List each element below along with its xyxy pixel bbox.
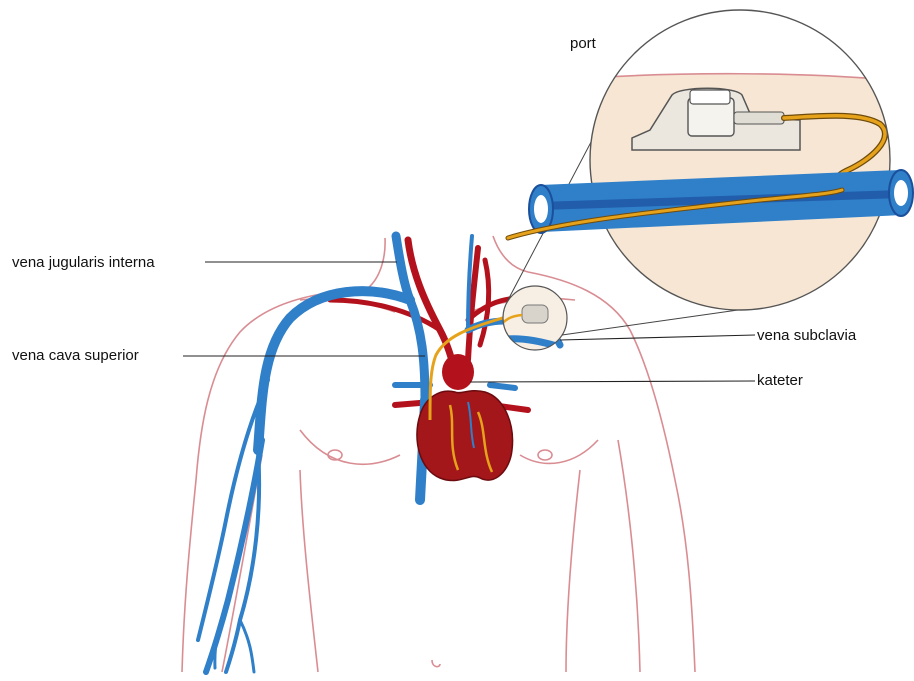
label-vena-cava-superior: vena cava superior bbox=[12, 347, 139, 365]
port-septum bbox=[690, 90, 730, 104]
right-torso-side bbox=[566, 470, 580, 672]
left-pectoral-line bbox=[300, 430, 400, 464]
aortic-root bbox=[442, 354, 474, 390]
neck-right-outline bbox=[493, 236, 528, 272]
label-port: port bbox=[570, 35, 596, 53]
left-arm-vein-4 bbox=[240, 620, 254, 672]
navel-mark bbox=[432, 660, 440, 667]
zoom-connector-bottom bbox=[562, 310, 738, 335]
neck-left-outline bbox=[368, 238, 385, 288]
leader-kateter bbox=[470, 381, 755, 382]
aortic-arch-branch bbox=[480, 260, 489, 345]
label-vena-subclavia: vena subclavia bbox=[757, 327, 856, 345]
right-pectoral-line bbox=[520, 440, 598, 463]
right-inner-arm-outline bbox=[618, 440, 640, 672]
label-kateter: kateter bbox=[757, 372, 803, 390]
pulmonary-vein-right bbox=[490, 385, 515, 388]
port-zoom-detail bbox=[590, 10, 890, 310]
leader-vena-subclavia bbox=[560, 335, 755, 340]
left-torso-side bbox=[300, 470, 318, 672]
port-outlet bbox=[734, 112, 784, 124]
right-nipple bbox=[538, 450, 552, 460]
label-vena-jugularis-interna: vena jugularis interna bbox=[12, 254, 155, 272]
left-brachiocephalic-vein bbox=[258, 291, 410, 450]
